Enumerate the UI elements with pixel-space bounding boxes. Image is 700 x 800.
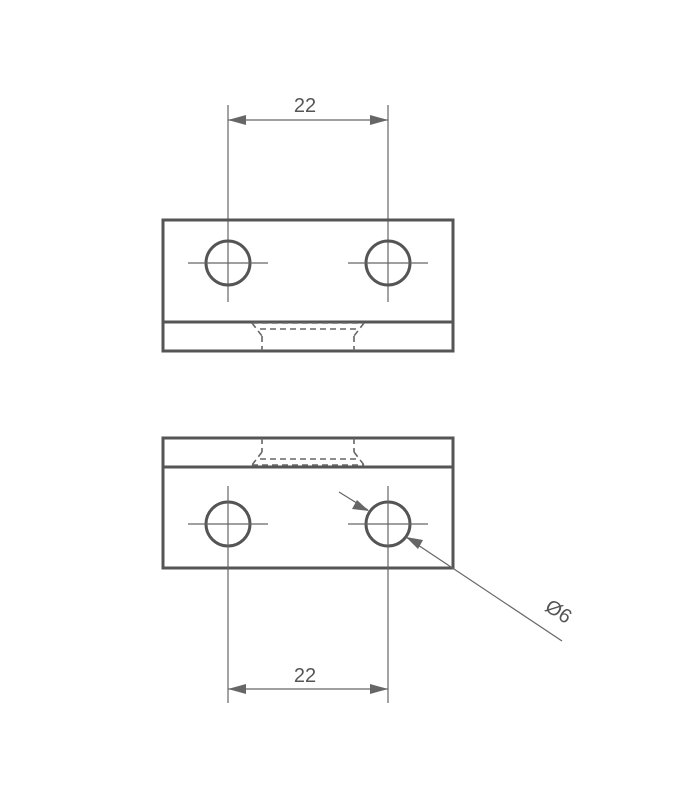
top-hidden-slot xyxy=(251,322,365,351)
top-dimension-arrow-right xyxy=(370,115,388,125)
top-dimension-arrow-left xyxy=(228,115,246,125)
bottom-spacing-label: 22 xyxy=(294,665,316,687)
bottom-view: 22 Ø6 xyxy=(161,436,575,703)
bottom-dimension-arrow-right xyxy=(370,684,388,694)
bottom-hidden-slot xyxy=(251,438,365,466)
bottom-dimension-arrow-left xyxy=(228,684,246,694)
bottom-part-outline xyxy=(161,436,455,570)
top-spacing-label: 22 xyxy=(294,95,316,117)
diameter-arrow-inner xyxy=(406,537,423,549)
top-view: 22 xyxy=(161,95,455,353)
top-part-outline xyxy=(161,218,455,353)
diameter-leader-long xyxy=(405,536,563,642)
diameter-label: Ø6 xyxy=(541,595,575,628)
diameter-arrow-outer xyxy=(352,500,369,511)
